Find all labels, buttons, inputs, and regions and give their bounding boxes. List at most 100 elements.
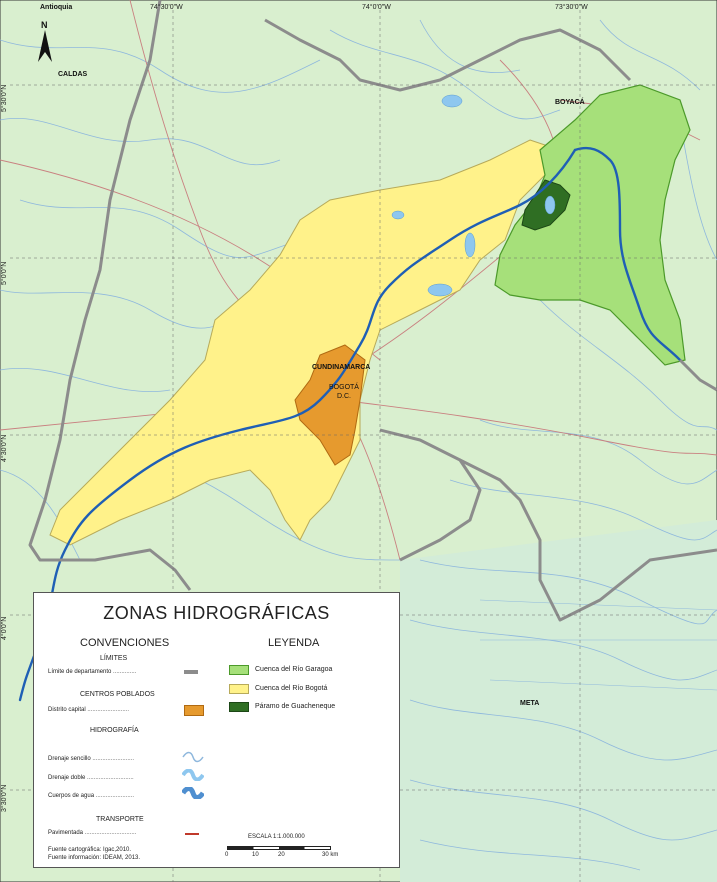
legend-swatch-paramo bbox=[229, 702, 249, 712]
stream bbox=[479, 419, 717, 485]
legend-swatch-bogota bbox=[229, 684, 249, 694]
water-bodies-row: Cuerpos de agua ....................... bbox=[48, 793, 135, 799]
stream bbox=[479, 599, 717, 691]
label-bogota-line1: BOGOTÁ bbox=[329, 384, 359, 391]
department-border bbox=[459, 458, 717, 622]
single-drainage-symbol bbox=[182, 751, 204, 763]
label-bogota: BOGOTÁ D.C. bbox=[322, 383, 366, 401]
department-border bbox=[379, 428, 482, 562]
stream bbox=[409, 619, 717, 681]
water-bodies-symbol bbox=[182, 787, 204, 799]
stream bbox=[449, 479, 717, 541]
scale-title: ESCALA 1:1.000.000 bbox=[248, 834, 305, 840]
stream bbox=[0, 118, 281, 166]
double-drainage-wave bbox=[182, 769, 204, 781]
coord-top-2: 74°0'0"W bbox=[362, 4, 391, 11]
limit-department-label: Límite de departamento bbox=[48, 669, 112, 675]
department-border bbox=[678, 358, 717, 392]
label-cundinamarca: CUNDINAMARCA bbox=[312, 364, 371, 371]
label-meta: META bbox=[520, 700, 540, 707]
department-border bbox=[28, 0, 192, 591]
single-drainage-label: Drenaje sencillo bbox=[48, 756, 91, 762]
paved-symbol bbox=[185, 833, 199, 835]
source-cartographic: Fuente cartográfica: Igac,2010. bbox=[48, 847, 132, 853]
stream bbox=[19, 199, 301, 258]
road bbox=[339, 399, 717, 456]
lake bbox=[464, 232, 476, 258]
double-drainage-symbol bbox=[182, 769, 204, 781]
label-boyaca: BOYACÁ bbox=[555, 99, 585, 106]
label-bogota-line2: D.C. bbox=[337, 393, 351, 400]
coord-left-4: 4°0'0"N bbox=[1, 616, 8, 640]
single-drainage-row: Drenaje sencillo .......................… bbox=[48, 756, 135, 762]
hydrography-header: HIDROGRAFÍA bbox=[90, 727, 139, 734]
scale-bar bbox=[227, 846, 331, 850]
double-drainage-row: Drenaje doble ..........................… bbox=[48, 775, 134, 781]
single-drainage-wave bbox=[182, 751, 204, 763]
water-bodies-label: Cuerpos de agua bbox=[48, 793, 95, 799]
limit-department-symbol bbox=[184, 670, 198, 674]
conventions-header: CONVENCIONES bbox=[80, 637, 170, 649]
stream-network bbox=[0, 19, 717, 871]
capital-district-label: Distrito capital bbox=[48, 707, 86, 713]
north-arrow-shape bbox=[38, 30, 52, 62]
capital-district-symbol bbox=[184, 705, 204, 716]
paved-label: Pavimentada bbox=[48, 830, 84, 836]
capital-district-row: Distrito capital .......................… bbox=[48, 707, 130, 713]
double-drainage-label: Drenaje doble bbox=[48, 775, 86, 781]
legend-label-garagoa: Cuenca del Río Garagoa bbox=[255, 666, 333, 673]
stream bbox=[419, 839, 641, 871]
coord-left-5: 3°30'0"N bbox=[1, 784, 8, 812]
stream bbox=[0, 39, 321, 93]
garagoa-basin bbox=[494, 84, 691, 366]
bogota-basin bbox=[49, 139, 561, 546]
bogota-river bbox=[18, 148, 577, 702]
scale-tick-20: 20 bbox=[278, 852, 285, 858]
main-rivers bbox=[18, 146, 682, 702]
stream bbox=[599, 19, 701, 91]
scale-tick-10: 10 bbox=[252, 852, 259, 858]
limit-department-row: Límite de departamento .............. bbox=[48, 669, 137, 675]
scale-tick-30: 30 km bbox=[322, 852, 339, 858]
coord-top-1: 74°30'0"W bbox=[150, 4, 183, 11]
department-border bbox=[264, 18, 632, 92]
label-antioquia: Antioquia bbox=[40, 4, 73, 11]
stream bbox=[539, 299, 717, 431]
lake bbox=[391, 210, 405, 220]
source-information: Fuente información: IDEAM, 2013. bbox=[48, 855, 141, 861]
paved-row: Pavimentada ............................… bbox=[48, 830, 137, 836]
lake bbox=[441, 94, 463, 108]
stream bbox=[409, 699, 717, 761]
transport-header: TRANSPORTE bbox=[96, 816, 144, 823]
north-arrow-icon bbox=[38, 30, 52, 62]
stream bbox=[0, 368, 171, 392]
legend-label-bogota: Cuenca del Río Bogotá bbox=[255, 685, 328, 692]
meta-plains bbox=[400, 520, 717, 882]
legend-swatch-garagoa bbox=[229, 665, 249, 675]
water-bodies-wave bbox=[182, 787, 204, 799]
garagoa-river bbox=[573, 146, 682, 362]
stream bbox=[409, 779, 717, 841]
legend-header: LEYENDA bbox=[268, 637, 320, 649]
stream bbox=[419, 559, 717, 625]
coord-left-2: 5°0'0"N bbox=[1, 261, 8, 285]
stream bbox=[0, 469, 81, 561]
coord-left-3: 4°30'0"N bbox=[1, 434, 8, 462]
centers-header: CENTROS POBLADOS bbox=[80, 691, 155, 698]
legend-title: ZONAS HIDROGRÁFICAS bbox=[103, 603, 330, 623]
label-caldas: CALDAS bbox=[58, 71, 88, 78]
stream bbox=[419, 19, 521, 73]
scale-tick-0: 0 bbox=[225, 852, 229, 858]
water-bodies bbox=[391, 94, 556, 297]
limits-header: LÍMITES bbox=[100, 655, 128, 662]
legend-label-paramo: Páramo de Guacheneque bbox=[255, 703, 336, 710]
coord-left-1: 5°30'0"N bbox=[1, 84, 8, 112]
north-arrow-label: N bbox=[41, 20, 48, 30]
coord-top-3: 73°30'0"W bbox=[555, 4, 588, 11]
stream bbox=[329, 29, 561, 120]
lake bbox=[427, 283, 453, 297]
legend-panel: ZONAS HIDROGRÁFICAS CONVENCIONES LEYENDA… bbox=[33, 592, 400, 868]
lake bbox=[544, 195, 556, 215]
department-borders bbox=[28, 0, 717, 622]
